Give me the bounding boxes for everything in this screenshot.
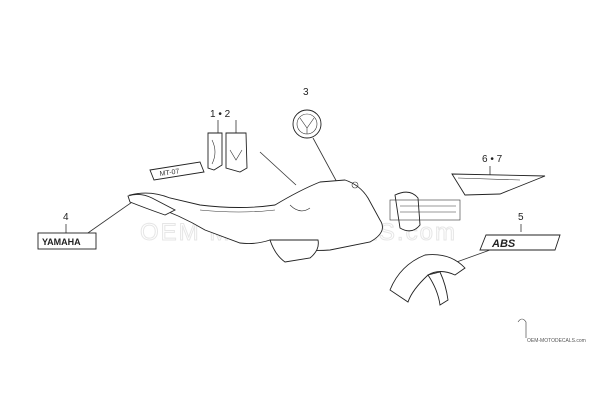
seahorse-logo-icon xyxy=(517,318,527,338)
body-fairing xyxy=(128,179,383,251)
callout-label-5: 5 xyxy=(518,212,524,223)
callout-label-1-2: 1 • 2 xyxy=(210,109,231,120)
tail-cowl xyxy=(127,193,176,216)
emblem-fork-mark xyxy=(299,117,315,134)
callout-label-6-7: 6 • 7 xyxy=(482,154,503,165)
credit-text: OEM-MOTODECALS.com xyxy=(527,338,586,344)
abs-decal xyxy=(479,234,561,251)
part-body-outline xyxy=(128,151,383,263)
abs-decal-text: ABS xyxy=(491,238,516,250)
tank-pad-right xyxy=(225,132,248,173)
brand-plate xyxy=(37,232,97,250)
front-stripe-line xyxy=(457,177,521,181)
part-fairing-decal: MT-07 xyxy=(149,161,205,181)
side-panel-stripes xyxy=(400,205,456,213)
callout-4: 4 YAMAHA xyxy=(37,199,136,250)
callout-label-3: 3 xyxy=(303,87,309,98)
callout-label-4: 4 xyxy=(63,212,69,223)
part-tail xyxy=(127,193,176,216)
front-stripe-decal xyxy=(451,173,546,196)
callout-3: 3 xyxy=(292,87,353,211)
part-tank-pads xyxy=(207,132,248,173)
callout-1-2: 1 • 2 xyxy=(210,109,237,133)
callout-5: 5 ABS xyxy=(439,212,561,269)
brand-plate-text: YAMAHA xyxy=(42,237,81,247)
credit-mark: OEM-MOTODECALS.com xyxy=(517,318,586,344)
fender-stay xyxy=(427,271,449,306)
part-front-fender xyxy=(389,254,466,306)
logo-mark-body xyxy=(289,204,311,212)
fairing-decal-text: MT-07 xyxy=(159,168,180,178)
callout-6-7: 6 • 7 xyxy=(451,154,546,196)
headlight-cover xyxy=(394,191,421,232)
leader-line xyxy=(259,151,297,186)
seat-line xyxy=(199,209,276,213)
emblem-spot xyxy=(351,181,359,189)
tank-pad-emblem xyxy=(229,149,243,161)
leader-line xyxy=(84,199,136,236)
side-panel xyxy=(389,199,461,221)
part-front-fairing xyxy=(389,191,461,232)
tank-pad-stripe xyxy=(211,139,216,165)
lower-cowl xyxy=(269,239,319,263)
front-fender xyxy=(389,254,466,303)
fairing-decal-shape xyxy=(149,161,205,181)
